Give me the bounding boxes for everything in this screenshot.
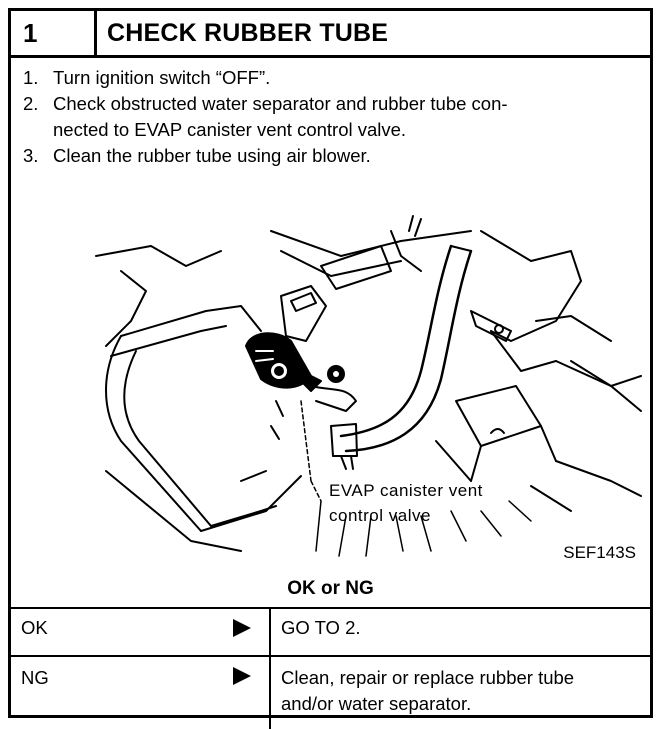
result-label: OK	[11, 607, 181, 656]
chassis-line	[390, 230, 422, 272]
plate-hook	[490, 428, 505, 434]
bracket	[320, 245, 392, 290]
list-item: 2. Check obstructed water separator and …	[23, 91, 623, 143]
valve-connector	[274, 366, 284, 376]
callout-leader	[300, 400, 322, 502]
valve-tab	[302, 375, 322, 392]
bolt-head	[333, 371, 339, 377]
canister-body	[123, 350, 212, 527]
valve-detail	[255, 350, 274, 362]
clip	[470, 310, 512, 342]
procedure-steps: 1. Turn ignition switch “OFF”. 2. Check …	[23, 65, 623, 169]
result-action: Clean, repair or replace rubber tube and…	[270, 655, 650, 729]
rubber-tube	[339, 244, 453, 438]
step-index: 1.	[23, 67, 39, 88]
valve-bracket	[270, 400, 284, 440]
result-title: OK or NG	[287, 578, 374, 599]
bolt	[408, 215, 422, 237]
housing	[480, 230, 582, 342]
step-text: Clean the rubber tube using air blower.	[53, 145, 371, 166]
inspection-procedure-box: 1 CHECK RUBBER TUBE 1. Turn ignition swi…	[8, 8, 653, 729]
mounting-plate	[455, 385, 542, 447]
list-item: 1. Turn ignition switch “OFF”.	[23, 65, 623, 91]
table-row: OK GO TO 2.	[11, 607, 650, 656]
step-index: 2.	[23, 93, 39, 114]
arrow-right-icon	[233, 619, 251, 637]
result-label: NG	[11, 655, 181, 729]
chassis-line	[315, 500, 532, 557]
canister-body	[105, 335, 202, 532]
rubber-tube	[344, 249, 473, 453]
canister-body	[110, 325, 227, 357]
result-action: GO TO 2.	[270, 607, 650, 656]
valve-port	[290, 292, 317, 312]
tube-clamp	[330, 423, 358, 457]
housing	[535, 315, 642, 387]
chassis-line	[555, 360, 642, 497]
result-table: OK GO TO 2. NG Clean, repair or replace …	[11, 607, 650, 729]
figure-code: SEF143S	[563, 543, 636, 562]
canister-body	[210, 510, 262, 527]
chassis-line	[270, 230, 472, 257]
chassis-line	[95, 245, 222, 267]
result-action-line: Clean, repair or replace rubber tube	[281, 667, 575, 688]
step-index: 3.	[23, 145, 39, 166]
step-number: 1	[11, 11, 97, 55]
canister-body	[240, 470, 277, 512]
chassis-line	[105, 470, 242, 552]
step-text: Check obstructed water separator and rub…	[53, 91, 623, 143]
list-item: 3. Clean the rubber tube using air blowe…	[23, 143, 623, 169]
arrow-right-icon	[181, 655, 271, 729]
procedure-title: CHECK RUBBER TUBE	[107, 18, 389, 47]
chassis-line	[280, 250, 402, 277]
evap-canister-illustration: EVAP canister vent control valve	[95, 215, 642, 557]
arrow-right-icon	[181, 607, 271, 656]
housing	[490, 330, 557, 372]
step-text-line: Check obstructed water separator and rub…	[53, 93, 508, 114]
canister-body	[200, 475, 302, 532]
tube-end	[450, 245, 472, 252]
valve-upper	[280, 285, 327, 342]
mounting-plate	[470, 425, 557, 482]
clip-hole	[494, 324, 504, 334]
chassis-line	[435, 440, 572, 512]
procedure-header: 1 CHECK RUBBER TUBE	[11, 11, 650, 58]
arrow-right-icon	[233, 667, 251, 685]
chassis-line	[105, 270, 147, 347]
step-text: Turn ignition switch “OFF”.	[53, 67, 271, 88]
callout-label: EVAP canister vent	[329, 481, 483, 500]
step-text-line: nected to EVAP canister vent control val…	[53, 119, 407, 140]
valve-bracket	[310, 385, 357, 412]
callout-label: control valve	[329, 506, 431, 525]
table-row: NG Clean, repair or replace rubber tube …	[11, 655, 650, 729]
tube-clamp	[340, 455, 354, 470]
canister-body	[120, 305, 262, 337]
result-action-line: and/or water separator.	[281, 693, 472, 714]
